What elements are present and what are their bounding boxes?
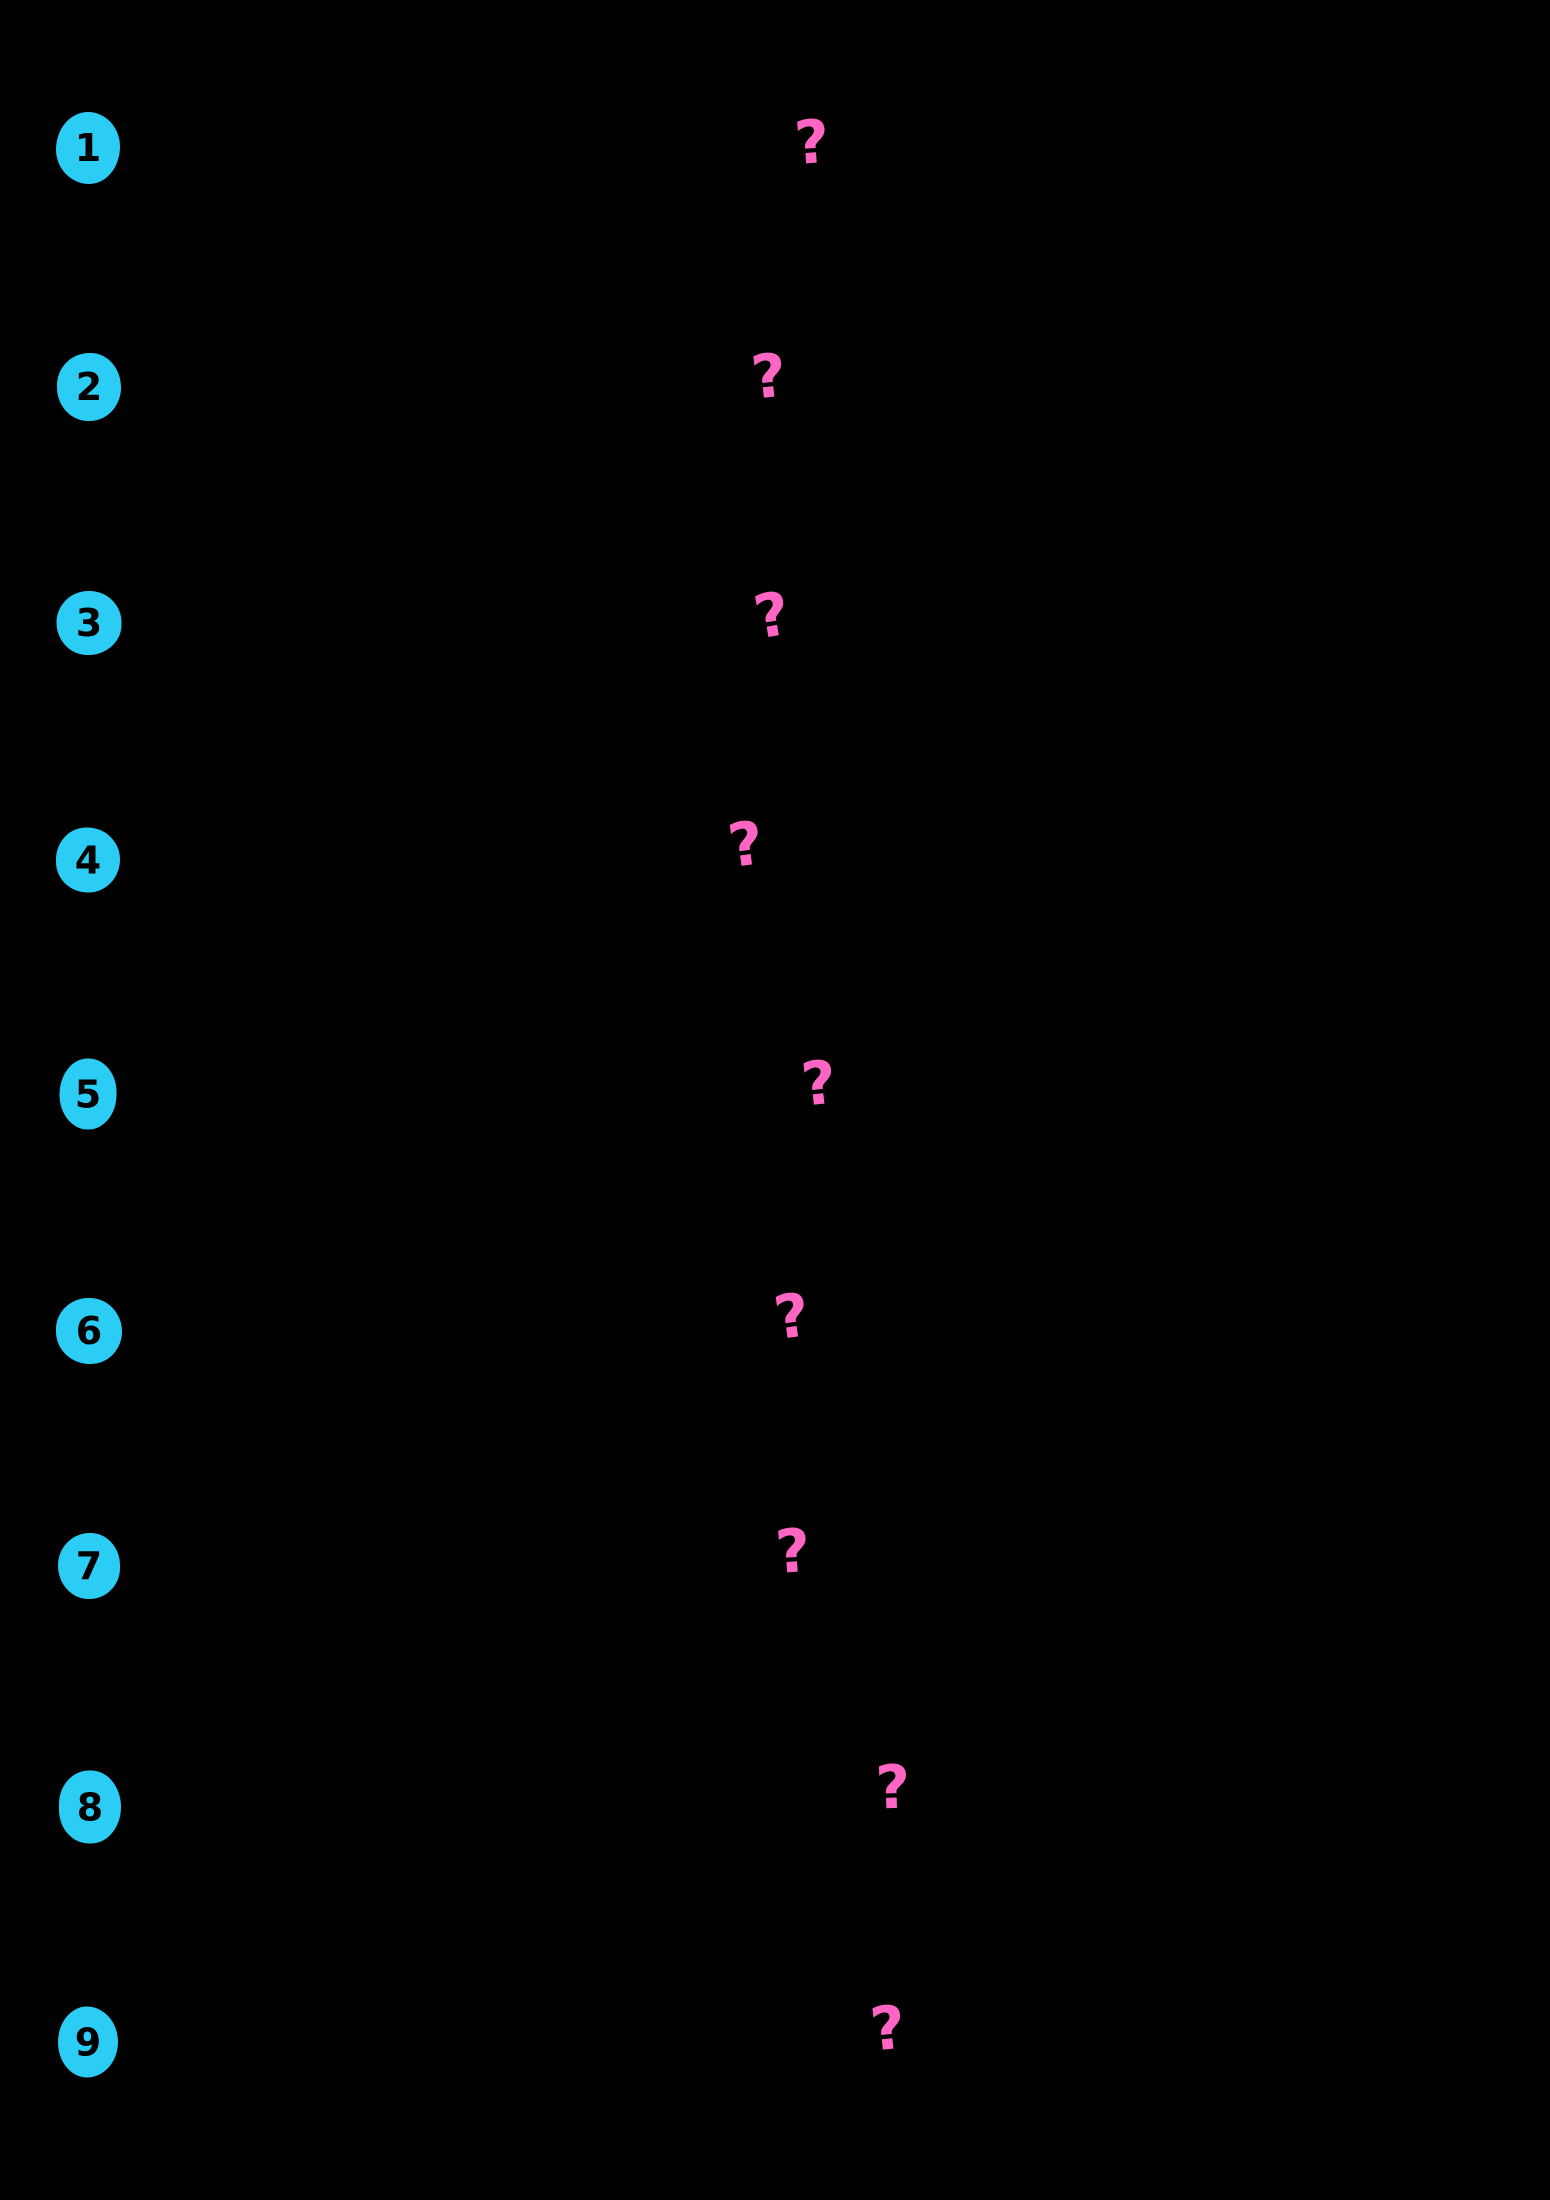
answer-question-mark: ? — [798, 1047, 840, 1121]
answer-question-mark: ? — [748, 340, 790, 414]
answer-question-mark: ? — [748, 578, 796, 654]
answer-question-mark: ? — [867, 1992, 909, 2066]
question-number-label: 5 — [74, 1072, 102, 1116]
question-number-label: 7 — [75, 1544, 103, 1588]
question-number-badge: 1 — [56, 112, 120, 184]
question-number-label: 2 — [75, 365, 103, 409]
question-number-badge: 9 — [58, 2006, 118, 2078]
answer-question-mark: ? — [769, 1279, 815, 1355]
question-number-label: 6 — [75, 1309, 103, 1353]
question-number-label: 3 — [75, 601, 103, 645]
answer-question-mark: ? — [723, 807, 769, 883]
question-number-badge: 7 — [58, 1533, 120, 1599]
question-number-badge: 5 — [59, 1058, 117, 1130]
question-number-badge: 6 — [56, 1298, 122, 1364]
question-number-label: 8 — [76, 1785, 104, 1829]
answer-question-mark: ? — [792, 106, 832, 180]
answer-question-mark: ? — [874, 1752, 912, 1824]
question-number-label: 9 — [74, 2020, 102, 2064]
answer-question-mark: ? — [773, 1515, 813, 1589]
question-number-badge: 4 — [56, 827, 120, 893]
question-number-badge: 2 — [57, 353, 121, 421]
question-number-label: 4 — [74, 838, 102, 882]
question-number-badge: 8 — [59, 1770, 121, 1844]
question-number-label: 1 — [74, 126, 102, 170]
question-number-badge: 3 — [56, 591, 122, 655]
